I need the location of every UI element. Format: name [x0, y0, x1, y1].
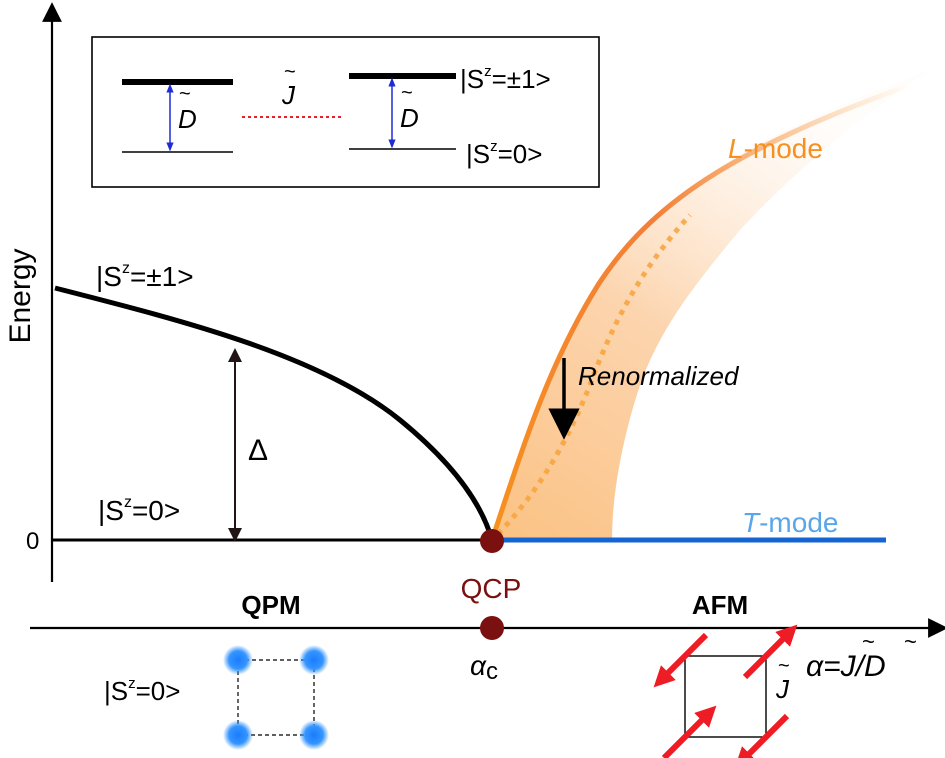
inset-right-gap-tilde: ~	[401, 82, 413, 104]
zero-label: 0	[26, 528, 39, 555]
afm-square	[653, 624, 798, 758]
x-axis-label: α=J/D	[806, 650, 886, 683]
t-mode-label: T-mode	[742, 507, 838, 538]
upper-energy-curve	[54, 285, 495, 541]
red-spin-arrow-icon	[653, 632, 709, 688]
x-axis-tilde-d: ~	[904, 629, 917, 654]
main-lower-state-label: |Sz=0>	[98, 494, 180, 526]
blue-spin-icon	[299, 720, 329, 750]
afm-coupling-tilde: ~	[778, 655, 790, 677]
red-spin-arrow-icon	[742, 624, 798, 680]
l-mode-renormalized-dotted	[496, 213, 692, 536]
inset-energy-level-box: D ~ J ~ D ~ |Sz=±1> |Sz=0>	[91, 36, 600, 188]
gap-label: Δ	[248, 434, 268, 467]
blue-spin-icon	[299, 645, 329, 675]
qcp-label: QCP	[461, 573, 522, 604]
alpha-c-point	[480, 616, 504, 640]
qpm-label: QPM	[241, 590, 300, 620]
alpha-c-label: αc	[470, 650, 498, 685]
red-spin-arrow-icon	[661, 705, 717, 758]
y-axis-label: Energy	[4, 248, 37, 343]
red-spin-arrow-icon	[734, 713, 790, 758]
qcp-point	[480, 529, 504, 553]
x-axis-tilde-j: ~	[862, 629, 875, 654]
main-upper-state-label: |Sz=±1>	[96, 260, 194, 292]
blue-spin-icon	[223, 720, 253, 750]
inset-upper-state-label: |Sz=±1>	[460, 63, 551, 94]
inset-right-gap-label: D	[400, 103, 419, 133]
l-mode-broadening-fan	[492, 70, 930, 540]
afm-coupling-label: J	[775, 674, 790, 704]
l-mode-bare-line	[489, 82, 913, 543]
qpm-state-label: |Sz=0>	[104, 675, 180, 706]
inset-left-gap-tilde: ~	[179, 83, 191, 105]
inset-left-gap-label: D	[178, 104, 197, 134]
afm-label: AFM	[692, 590, 748, 620]
blue-spin-icon	[223, 645, 253, 675]
renormalized-label: Renormalized	[578, 361, 740, 391]
l-mode-label: L-mode	[728, 133, 823, 164]
inset-lower-state-label: |Sz=0>	[466, 138, 542, 169]
qpm-singlet-square	[223, 645, 329, 750]
inset-coupling-tilde: ~	[284, 61, 296, 83]
inset-coupling-label: J	[281, 80, 296, 110]
